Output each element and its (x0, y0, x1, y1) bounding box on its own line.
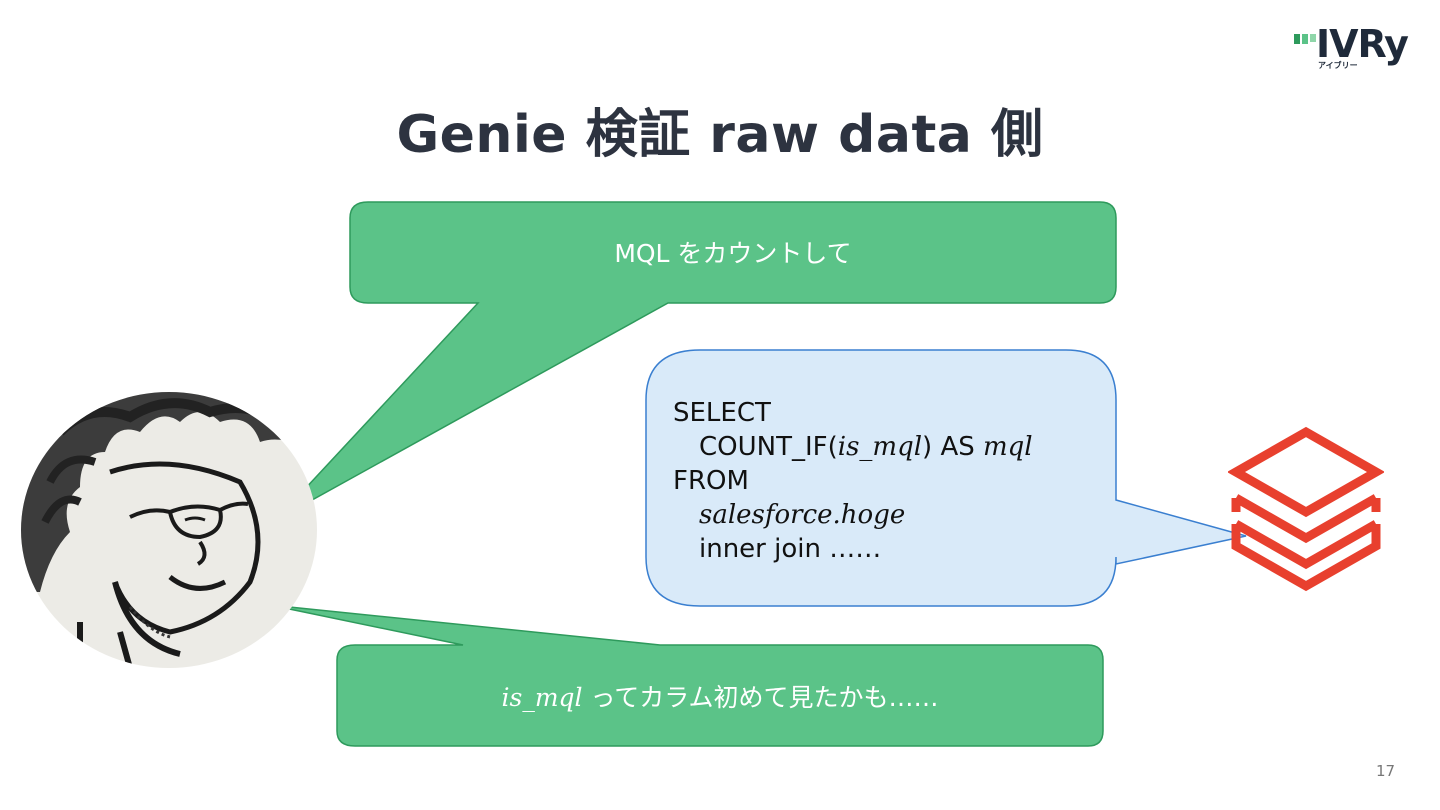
databricks-layers-icon (1228, 426, 1384, 592)
bubble-bottom-text: is_mql ってカラム初めて見たかも…… (337, 678, 1103, 714)
page-number: 17 (1376, 762, 1395, 780)
bubble-bottom-shape (270, 605, 1103, 746)
sql-count-mid: ) AS (922, 432, 983, 462)
sql-line-from: FROM (673, 464, 1033, 498)
sql-alias-mql: mql (983, 432, 1033, 462)
sql-line-count: COUNT_IF(is_mql) AS mql (673, 430, 1033, 464)
bubble-bottom-var: is_mql (502, 683, 583, 712)
sql-line-join: inner join …… (673, 532, 1033, 566)
hand-drawn-portrait-icon (20, 392, 318, 668)
logo-kana: アイブリー (1318, 60, 1358, 71)
sql-line-table: salesforce.hoge (673, 498, 1033, 532)
sql-code: SELECT COUNT_IF(is_mql) AS mql FROM sale… (673, 396, 1033, 566)
logo-mark-icon (1294, 34, 1318, 48)
page-title: Genie 検証 raw data 側 (0, 92, 1440, 167)
sql-count-prefix: COUNT_IF( (699, 432, 838, 462)
avatar (20, 392, 318, 668)
sql-line-select: SELECT (673, 396, 1033, 430)
sql-var-is-mql: is_mql (838, 432, 922, 462)
bubble-bottom-label: ってカラム初めて見たかも…… (583, 683, 939, 712)
bubble-top-text: MQL をカウントして (350, 234, 1116, 270)
ivry-logo: IVRy アイブリー (1290, 30, 1420, 74)
